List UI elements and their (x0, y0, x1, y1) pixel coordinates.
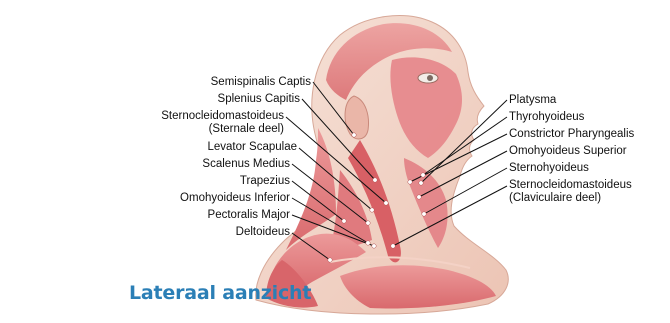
label-line: Pectoralis Major (208, 209, 290, 222)
label-omohyoideus-superior: Omohyoideus Superior (509, 145, 627, 158)
leader-dot-semispinalis-capitis (352, 133, 356, 137)
leader-dot-thyrohyoideus (421, 173, 425, 177)
label-line: Scalenus Medius (202, 158, 290, 171)
diagram-title: Lateraal aanzicht (129, 282, 311, 304)
label-line: Splenius Capitis (218, 93, 300, 106)
label-line: Deltoideus (236, 226, 290, 239)
label-omohyoideus-inferior: Omohyoideus Inferior (180, 192, 290, 205)
leader-dot-levator-scapulae (370, 208, 374, 212)
label-sternocleidomastoideus-sternale: Sternocleidomastoideus(Sternale deel) (161, 110, 284, 136)
leader-dot-sternocleidomastoideus-claviculaire (391, 244, 395, 248)
label-sternocleidomastoideus-claviculaire: Sternocleidomastoideus(Claviculaire deel… (509, 179, 632, 205)
label-line: (Sternale deel) (161, 123, 284, 136)
label-line: Sternocleidomastoideus (161, 110, 284, 123)
label-line: Semispinalis Captis (211, 76, 311, 89)
label-line: Omohyoideus Inferior (180, 192, 290, 205)
label-platysma: Platysma (509, 94, 556, 107)
label-line: (Claviculaire deel) (509, 192, 632, 205)
leader-dot-sternocleidomastoideus-sternale (384, 201, 388, 205)
leader-dot-platysma (419, 181, 423, 185)
label-line: Trapezius (240, 175, 290, 188)
label-line: Levator Scapulae (207, 141, 297, 154)
label-line: Constrictor Pharyngealis (509, 128, 634, 141)
label-line: Sternohyoideus (509, 162, 589, 175)
label-line: Omohyoideus Superior (509, 145, 627, 158)
iris (427, 75, 433, 81)
label-thyrohyoideus: Thyrohyoideus (509, 111, 584, 124)
label-line: Sternocleidomastoideus (509, 179, 632, 192)
leader-dot-deltoideus (328, 258, 332, 262)
label-deltoideus: Deltoideus (236, 226, 290, 239)
leader-dot-scalenus-medius (366, 221, 370, 225)
leader-dot-omohyoideus-inferior (366, 241, 370, 245)
leader-dot-omohyoideus-superior (417, 195, 421, 199)
label-scalenus-medius: Scalenus Medius (202, 158, 290, 171)
label-sternohyoideus: Sternohyoideus (509, 162, 589, 175)
label-pectoralis-major: Pectoralis Major (208, 209, 290, 222)
leader-dot-constrictor-pharyngealis (408, 180, 412, 184)
label-splenius-capitis: Splenius Capitis (218, 93, 300, 106)
label-semispinalis-capitis: Semispinalis Captis (211, 76, 311, 89)
leader-dot-sternohyoideus (422, 212, 426, 216)
leader-dot-trapezius (342, 219, 346, 223)
label-constrictor-pharyngealis: Constrictor Pharyngealis (509, 128, 634, 141)
leader-dot-splenius-capitis (373, 178, 377, 182)
label-line: Thyrohyoideus (509, 111, 584, 124)
label-levator-scapulae: Levator Scapulae (207, 141, 297, 154)
label-line: Platysma (509, 94, 556, 107)
label-trapezius: Trapezius (240, 175, 290, 188)
leader-dot-pectoralis-major (372, 244, 376, 248)
